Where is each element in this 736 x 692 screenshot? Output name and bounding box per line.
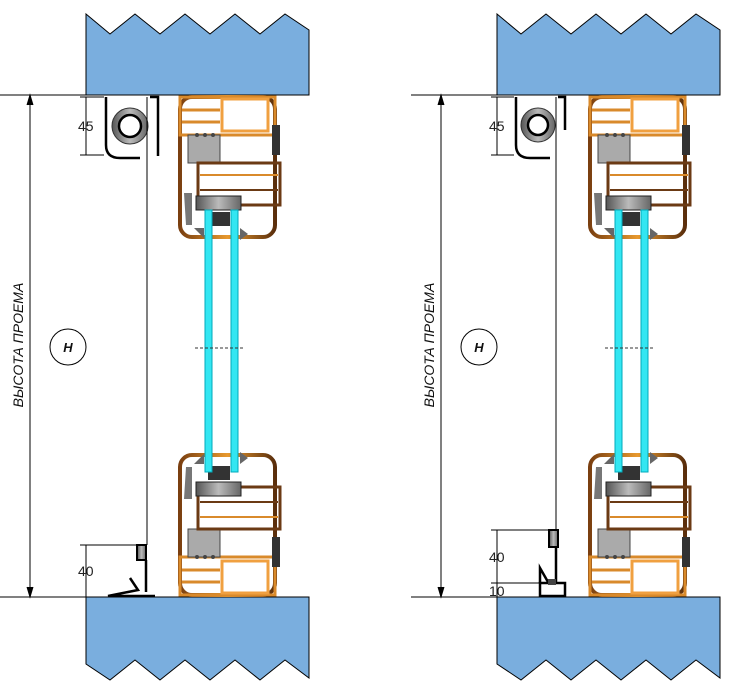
opening-height-label: ВЫСОТА ПРОЕМА bbox=[421, 283, 437, 408]
bottom-guide bbox=[107, 544, 155, 598]
wall-bottom bbox=[496, 596, 721, 681]
top-dimension: 45 bbox=[489, 118, 505, 134]
height-symbol: H bbox=[63, 340, 73, 355]
bottom-dimension: 40 bbox=[489, 549, 505, 565]
height-symbol-circle bbox=[49, 328, 87, 366]
roller-shutter-box bbox=[514, 95, 567, 530]
glass-pane bbox=[230, 209, 239, 473]
glass-pane bbox=[204, 209, 213, 473]
left-section: ВЫСОТА ПРОЕМА H 45 40 bbox=[0, 12, 310, 681]
top-dimension: 45 bbox=[78, 118, 94, 134]
roller-shutter-box bbox=[104, 95, 160, 545]
glass-pane bbox=[640, 209, 649, 473]
wall-top bbox=[496, 12, 721, 96]
right-section: ВЫСОТА ПРОЕМА H 45 bbox=[411, 12, 721, 681]
opening-height-dimension bbox=[0, 93, 86, 599]
height-symbol: H bbox=[474, 340, 484, 355]
opening-height-dimension bbox=[411, 93, 540, 599]
wall-top bbox=[85, 12, 310, 96]
bottom-offset-dimension: 10 bbox=[489, 583, 505, 599]
bottom-guide bbox=[538, 529, 567, 598]
wall-bottom bbox=[85, 596, 310, 681]
opening-height-label: ВЫСОТА ПРОЕМА bbox=[10, 283, 26, 408]
bottom-dimension: 40 bbox=[78, 563, 94, 579]
glass-pane bbox=[614, 209, 623, 473]
height-symbol-circle bbox=[460, 328, 498, 366]
